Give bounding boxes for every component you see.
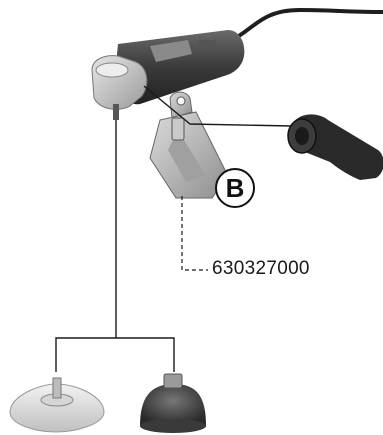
sanding-pad-shaft [52,377,62,399]
bracket-label: B [225,172,245,203]
bracket-fold [168,130,206,182]
sanding-pad-disc [9,383,105,433]
side-handle-end-inner [295,127,309,145]
grinder-spindle [113,104,119,120]
guard-bracket [149,91,229,199]
leader-accessory-split [55,337,175,372]
bracket-screw [171,117,185,141]
cup-brush-rim [140,419,206,433]
grinder-head-top [95,62,129,78]
bracket-hole [176,96,186,106]
grinder-switch [150,40,192,62]
part-number-label: 630327000 [212,258,310,279]
bracket-label-circle [215,168,255,208]
sanding-pad [9,377,105,433]
grinder-vent [198,40,216,46]
side-handle [287,114,383,180]
power-cord [230,7,383,42]
angle-grinder [91,30,245,120]
cup-wire-brush [140,373,206,433]
leader-handle [143,85,293,127]
cup-brush-bristles [140,384,206,426]
leader-lines [55,85,293,372]
cup-brush-nut [163,373,183,389]
leader-part-number [181,196,208,271]
